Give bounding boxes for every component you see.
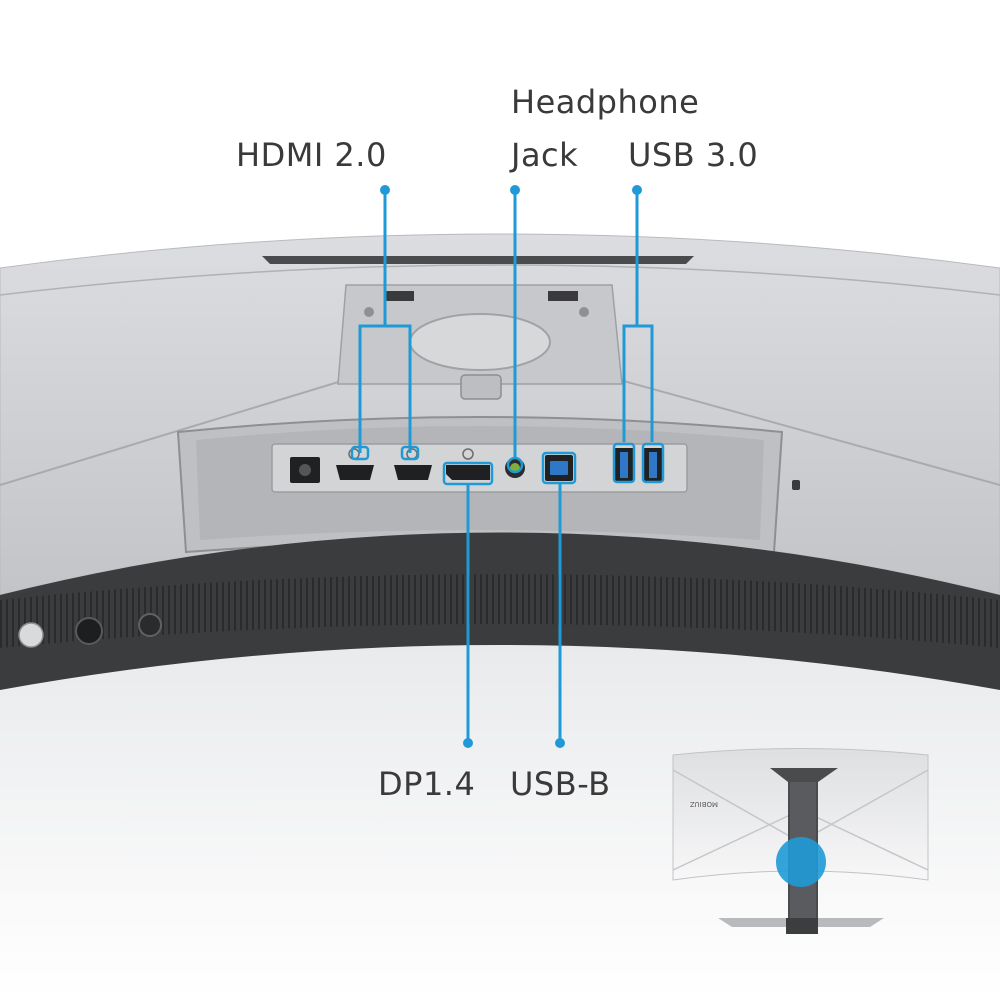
displayport-icon[interactable] (446, 448, 490, 480)
usb-a-port-icon[interactable] (614, 448, 634, 482)
usb-a-port-icon[interactable] (643, 448, 663, 482)
callout-headphone (506, 185, 524, 474)
label-usbb: USB-B (510, 765, 611, 803)
power-button-icon[interactable] (18, 622, 44, 648)
dc-power-port-icon[interactable] (290, 457, 320, 483)
io-location-highlight (776, 837, 826, 887)
callout-usbb (541, 451, 577, 748)
usb-b-port-icon[interactable] (545, 455, 573, 481)
label-dp: DP1.4 (378, 765, 476, 803)
cable-hole (409, 313, 551, 371)
stand-release-latch[interactable] (460, 374, 502, 400)
kensington-lock-icon (792, 480, 800, 490)
inset-monitor-view: MOBIUZ (672, 748, 929, 934)
callout-hdmi (358, 190, 412, 453)
label-hdmi: HDMI 2.0 (236, 136, 387, 174)
label-headphone-line2: Jack (511, 136, 579, 174)
joystick-icon[interactable] (75, 617, 103, 645)
label-usb3: USB 3.0 (628, 136, 759, 174)
callout-dp (442, 461, 494, 748)
inset-brand-text: MOBIUZ (690, 800, 718, 808)
callout-usb3 (622, 190, 654, 442)
menu-button-icon[interactable] (138, 613, 162, 637)
label-headphone-line1: Headphone (511, 83, 700, 121)
